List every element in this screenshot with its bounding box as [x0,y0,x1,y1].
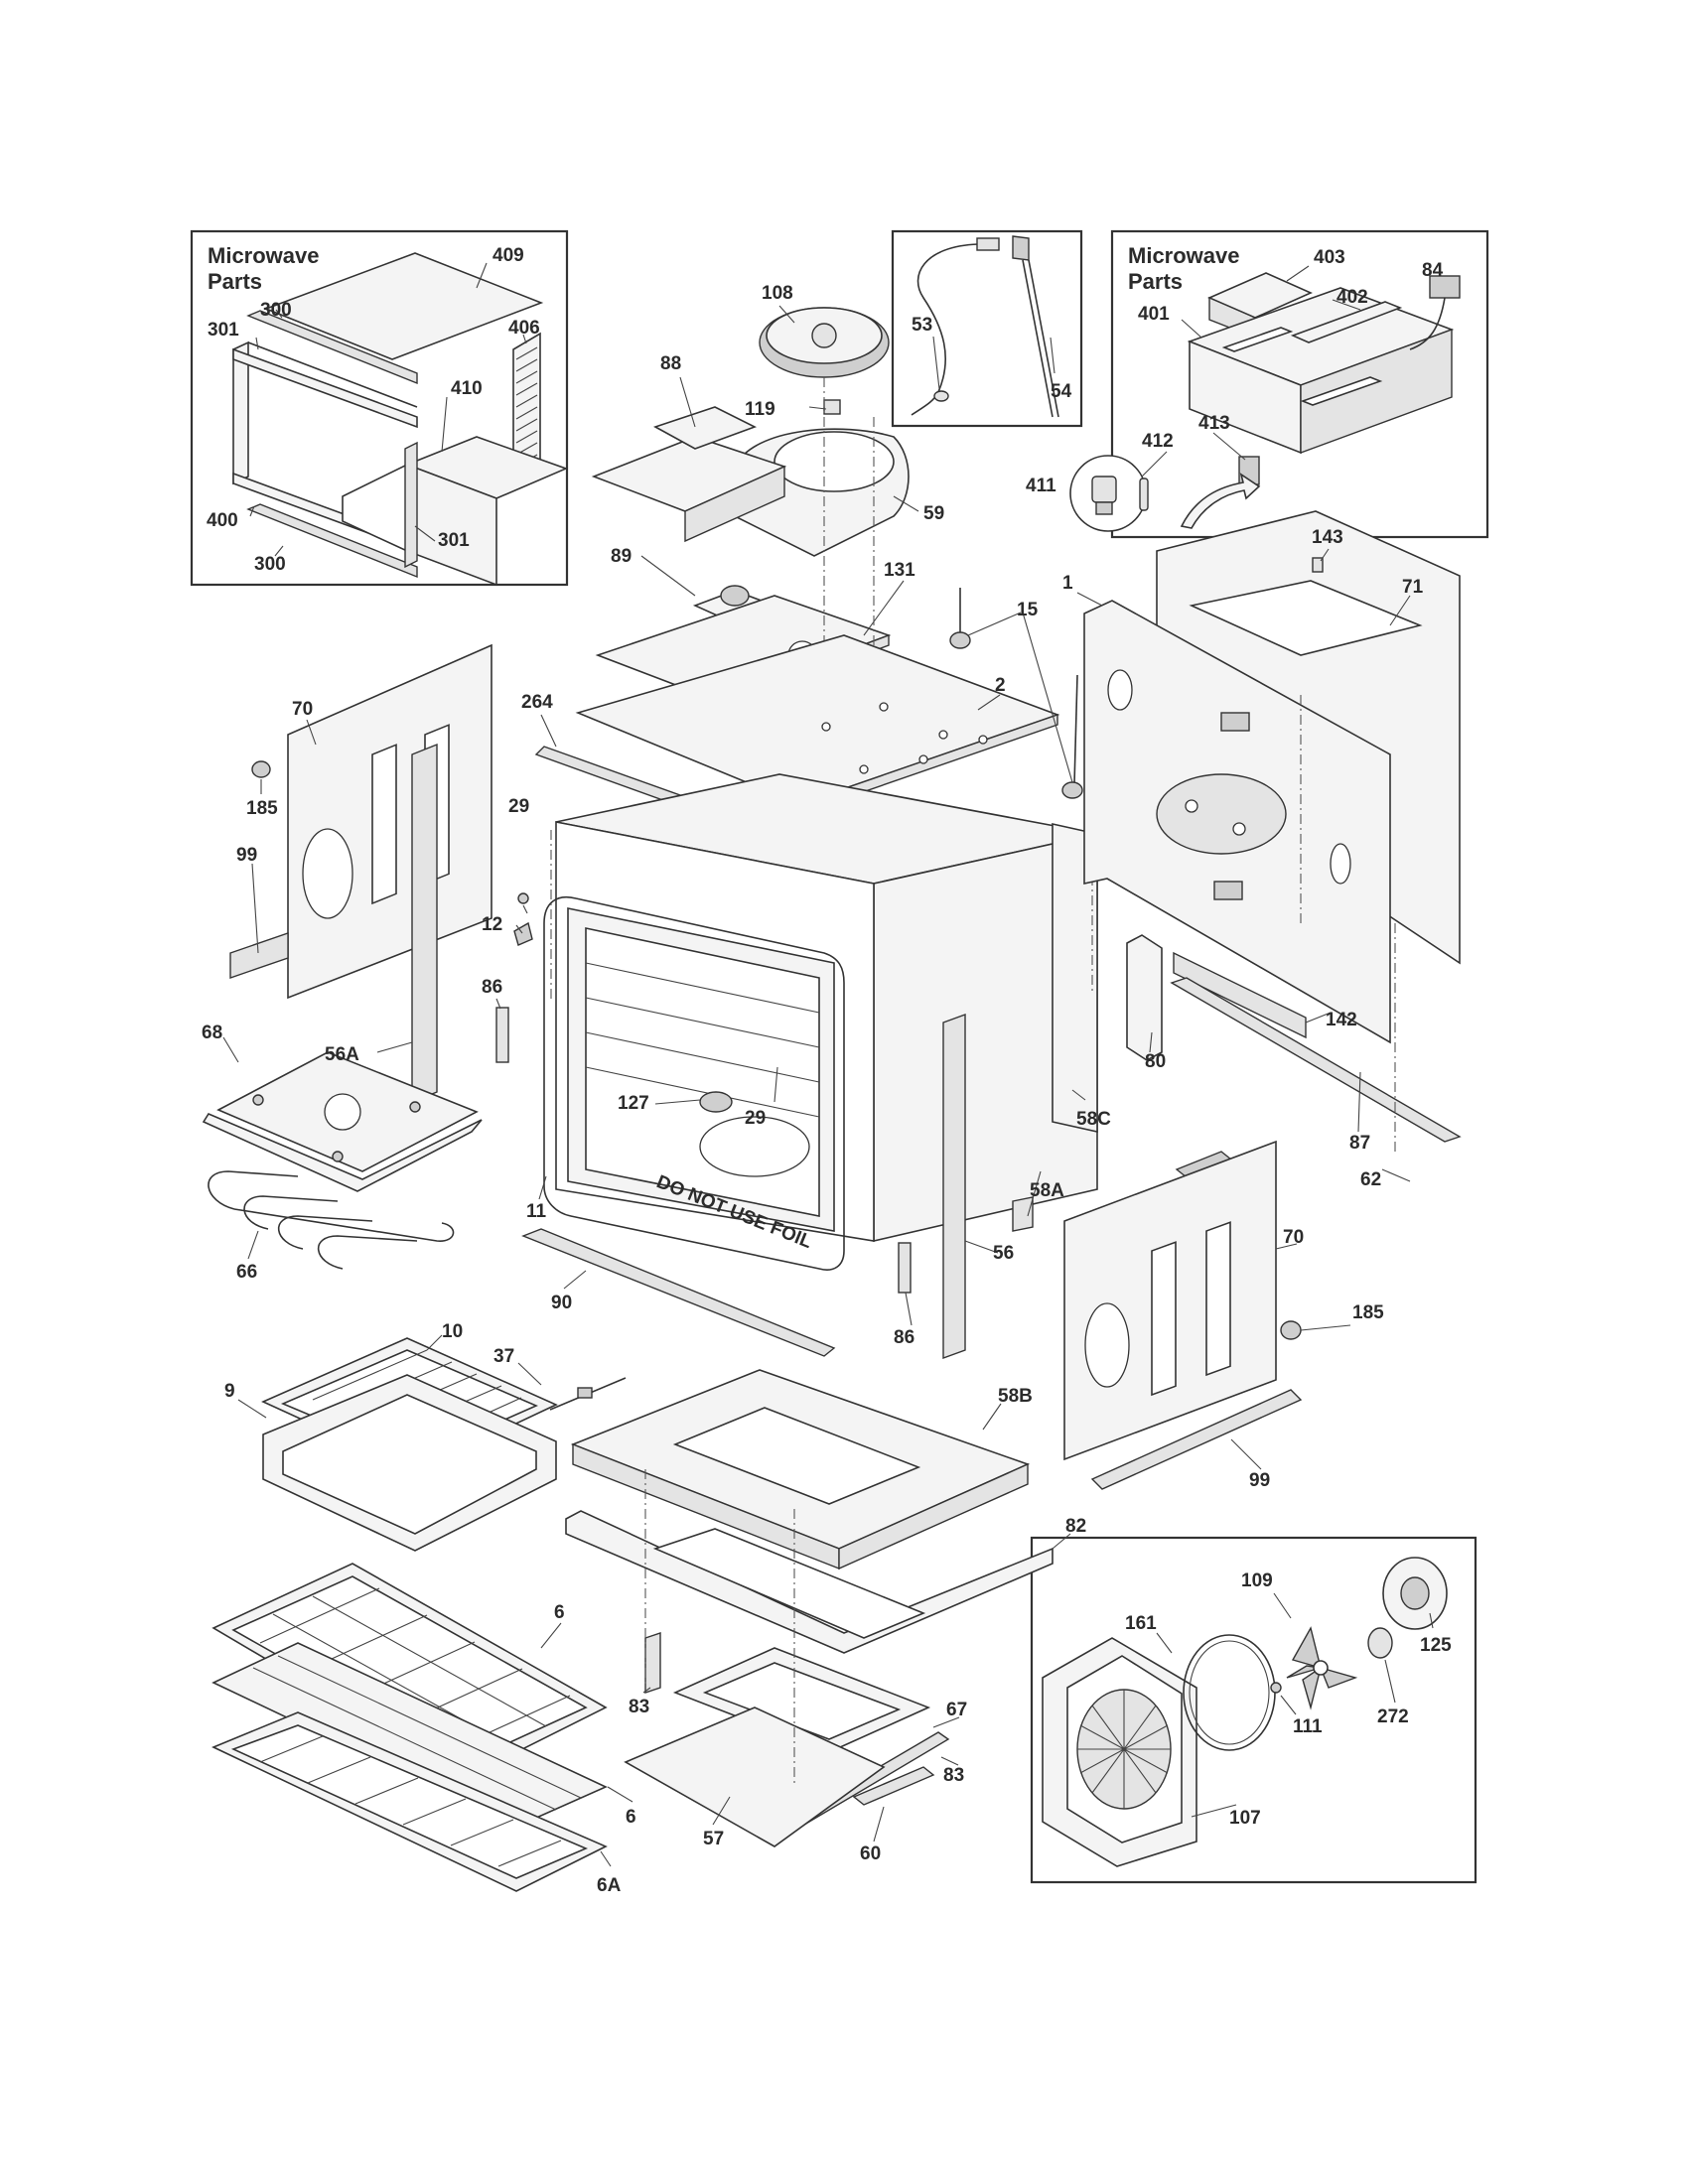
callout-83: 83 [629,1697,649,1717]
callout-1: 1 [1062,573,1073,594]
callout-406: 406 [508,318,540,339]
callout-54: 54 [1051,381,1072,402]
callout-67: 67 [946,1700,967,1720]
broiler-pan [237,1334,558,1552]
inset-temperature-probe [891,229,1083,428]
callout-264: 264 [521,692,553,713]
callout-60: 60 [860,1843,881,1864]
callout-labels: 409 300 301 406 410 400 301 300 108 88 1… [202,245,1452,1896]
callout-58C: 58C [1076,1109,1111,1130]
callout-125: 125 [1420,1635,1452,1656]
callout-57: 57 [703,1829,724,1849]
callout-90: 90 [551,1293,572,1313]
callout-127: 127 [618,1093,649,1114]
right-side-panel [942,1014,1351,1490]
callout-86: 86 [894,1327,914,1348]
callout-400: 400 [207,510,238,531]
callout-107: 107 [1229,1808,1261,1829]
callout-70: 70 [292,699,313,720]
callout-6: 6 [554,1602,565,1623]
inset-microwave-parts-left: Microwave Parts [190,229,569,587]
callout-185: 185 [1352,1302,1384,1323]
callout-70: 70 [1283,1227,1304,1248]
callout-272: 272 [1377,1706,1409,1727]
callout-111: 111 [1293,1716,1323,1737]
callout-300: 300 [260,300,292,321]
callout-403: 403 [1314,247,1345,268]
callout-413: 413 [1198,413,1230,434]
callout-89: 89 [611,546,632,567]
callout-411: 411 [1026,476,1056,496]
callout-29: 29 [508,796,529,817]
callout-109: 109 [1241,1570,1273,1591]
callout-142: 142 [1326,1010,1357,1030]
callout-301: 301 [438,530,470,551]
callout-6A: 6A [597,1875,622,1896]
callout-37: 37 [493,1346,514,1367]
bottom-frame-and-element [565,1469,1071,1847]
callout-301: 301 [208,320,239,341]
callout-99: 99 [236,845,257,866]
inset-title-line1: Microwave [1128,243,1240,268]
callout-300: 300 [254,554,286,575]
callout-410: 410 [451,378,483,399]
callout-412: 412 [1142,431,1174,452]
callout-161: 161 [1125,1613,1157,1634]
oven-racks [211,1563,633,1892]
callout-80: 80 [1145,1051,1166,1072]
front-trim [517,1228,836,1411]
callout-131: 131 [884,560,915,581]
callout-185: 185 [246,798,278,819]
callout-6: 6 [626,1807,636,1828]
callout-53: 53 [912,315,932,336]
callout-84: 84 [1422,260,1444,281]
callout-56A: 56A [325,1044,359,1065]
bake-element-and-shield [202,1036,483,1270]
callout-2: 2 [995,675,1006,696]
bottom-insulation-frame [570,1369,1031,1570]
callout-58A: 58A [1030,1180,1064,1201]
callout-58B: 58B [998,1386,1033,1407]
callout-15: 15 [1017,600,1039,620]
callout-88: 88 [660,353,681,374]
rack-lower [211,1711,608,1892]
callout-10: 10 [442,1321,463,1342]
callout-108: 108 [762,283,793,304]
callout-11: 11 [526,1201,547,1222]
callout-143: 143 [1312,527,1343,548]
callout-59: 59 [923,503,944,524]
callout-119: 119 [745,399,775,420]
rear-panels [1076,510,1462,1182]
inset-convection-fan [1030,1536,1477,1884]
inset-title-line2: Parts [208,269,262,294]
callout-71: 71 [1402,577,1424,598]
callout-82: 82 [1065,1516,1086,1537]
callout-83: 83 [943,1765,964,1786]
callout-402: 402 [1336,287,1368,308]
callout-409: 409 [492,245,524,266]
callout-9: 9 [224,1381,235,1402]
callout-99: 99 [1249,1470,1270,1491]
callout-56: 56 [993,1243,1014,1264]
callout-29: 29 [745,1108,766,1129]
rack-upper [211,1563,608,1778]
inset-title-line2: Parts [1128,269,1183,294]
inset-title-line1: Microwave [208,243,320,268]
left-side-panel [229,643,492,1104]
callout-66: 66 [236,1262,257,1283]
callout-401: 401 [1138,304,1170,325]
callout-62: 62 [1360,1169,1381,1190]
callout-12: 12 [482,914,502,935]
callout-86: 86 [482,977,502,998]
callout-87: 87 [1349,1133,1370,1154]
callout-68: 68 [202,1023,222,1043]
